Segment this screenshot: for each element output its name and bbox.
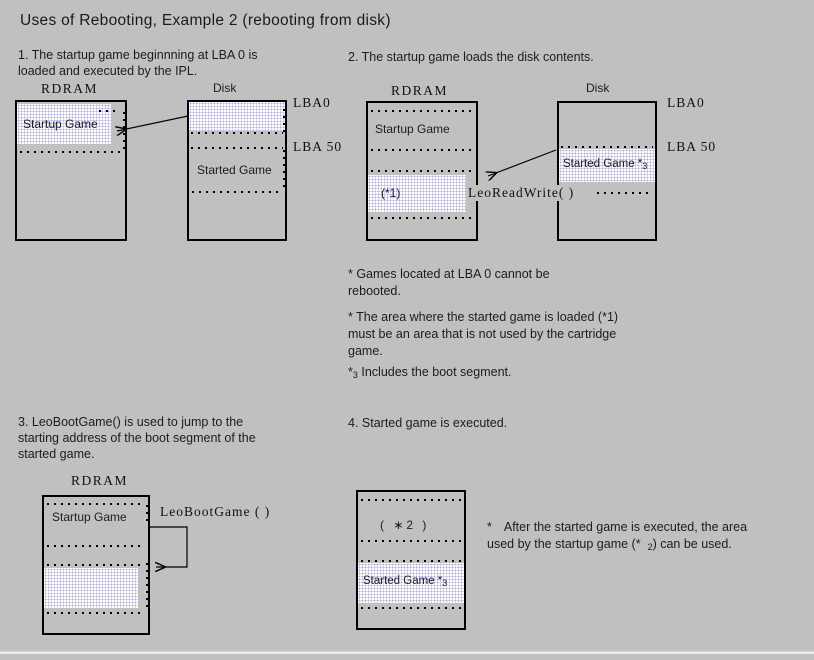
bottom-separator <box>0 651 814 654</box>
dotted-line <box>371 217 473 219</box>
dotted-line <box>371 110 473 112</box>
load-area-shade-step2 <box>368 175 466 212</box>
step3-heading: 3. LeoBootGame() is used to jump to the … <box>18 415 256 461</box>
dotted-edge <box>283 109 285 133</box>
step2-heading: 2. The startup game loads the disk conte… <box>348 50 594 64</box>
note-lba0-reboot: * Games located at LBA 0 cannot be reboo… <box>348 267 550 298</box>
lba0-label-step1: LBA0 <box>293 95 331 110</box>
disk-label-step2: Disk <box>586 81 610 95</box>
started-game-shade-step2: Started Game *3 <box>559 149 655 182</box>
star2-label: ( ∗2 ) <box>380 518 430 532</box>
rdram-label-step2: RDRAM <box>391 83 449 98</box>
rdram-label-step1: RDRAM <box>41 81 99 96</box>
disk-box-step1: Started Game <box>187 100 287 241</box>
star1-label: (*1) <box>381 186 401 200</box>
startup-game-label-step2: Startup Game <box>375 122 450 136</box>
dotted-edge <box>283 150 285 192</box>
dotted-line <box>47 503 145 505</box>
disk-box-step2: Started Game *3 <box>557 101 657 241</box>
lba50-label-step2: LBA 50 <box>667 139 717 154</box>
rdram-label-step3: RDRAM <box>71 473 129 488</box>
arrow-disk-to-rdram-step1 <box>110 115 189 140</box>
arrow-disk-to-rdram-step2 <box>480 149 557 182</box>
disk-top-shade-step1 <box>189 102 285 131</box>
startup-game-label-step1: Startup Game <box>23 117 98 131</box>
dotted-edge <box>146 563 148 611</box>
dotted-line <box>20 151 122 153</box>
dotted-line <box>191 132 283 134</box>
lba50-label-step1: LBA 50 <box>293 139 343 154</box>
dotted-line <box>191 147 283 149</box>
note-area-reuse: *After the started game is executed, the… <box>487 520 748 552</box>
dotted-line <box>361 499 461 501</box>
started-game-label-step1: Started Game <box>197 163 272 177</box>
step4-heading: 4. Started game is executed. <box>348 416 508 430</box>
page-title: Uses of Rebooting, Example 2 (rebooting … <box>20 12 391 29</box>
startup-game-shade-step1 <box>17 104 111 144</box>
dotted-line <box>192 191 282 193</box>
note-load-area: * The area where the started game is loa… <box>348 310 619 358</box>
dotted-line <box>47 564 145 566</box>
lba0-label-step2: LBA0 <box>667 95 705 110</box>
leobootgame-label: LeoBootGame ( ) <box>158 504 273 520</box>
boot-segment-shade-step3 <box>44 568 138 608</box>
note-boot-segment: *3 Includes the boot segment. <box>348 365 512 380</box>
dotted-line <box>99 110 119 112</box>
disk-label-step1: Disk <box>213 81 237 95</box>
started-game-label-step2: Started Game *3 <box>563 158 648 171</box>
dotted-line <box>47 612 145 614</box>
rdram-box-step2: Startup Game (*1) <box>366 101 478 241</box>
step1-heading: 1. The startup game beginnning at LBA 0 … <box>18 48 258 78</box>
dotted-line <box>371 170 473 172</box>
rdram-box-step1: Startup Game <box>15 100 127 241</box>
dotted-line <box>371 149 473 151</box>
dotted-line <box>47 545 145 547</box>
leoreadwrite-label: LeoReadWrite( ) <box>466 185 577 201</box>
memory-box-step4: ( ∗2 ) Started Game *3 <box>356 490 466 630</box>
started-game-label-step4: Started Game *3 <box>363 575 448 588</box>
arrow-leobootgame-jump <box>150 526 188 576</box>
dotted-line <box>361 540 461 542</box>
dotted-line <box>361 560 461 562</box>
startup-game-label-step3: Startup Game <box>52 510 127 524</box>
started-game-shade-step4: Started Game *3 <box>358 563 464 603</box>
rdram-box-step3: Startup Game <box>42 495 150 635</box>
dotted-line <box>561 146 653 148</box>
dotted-line <box>597 192 653 194</box>
dotted-edge <box>146 505 148 521</box>
dotted-line <box>361 607 461 609</box>
